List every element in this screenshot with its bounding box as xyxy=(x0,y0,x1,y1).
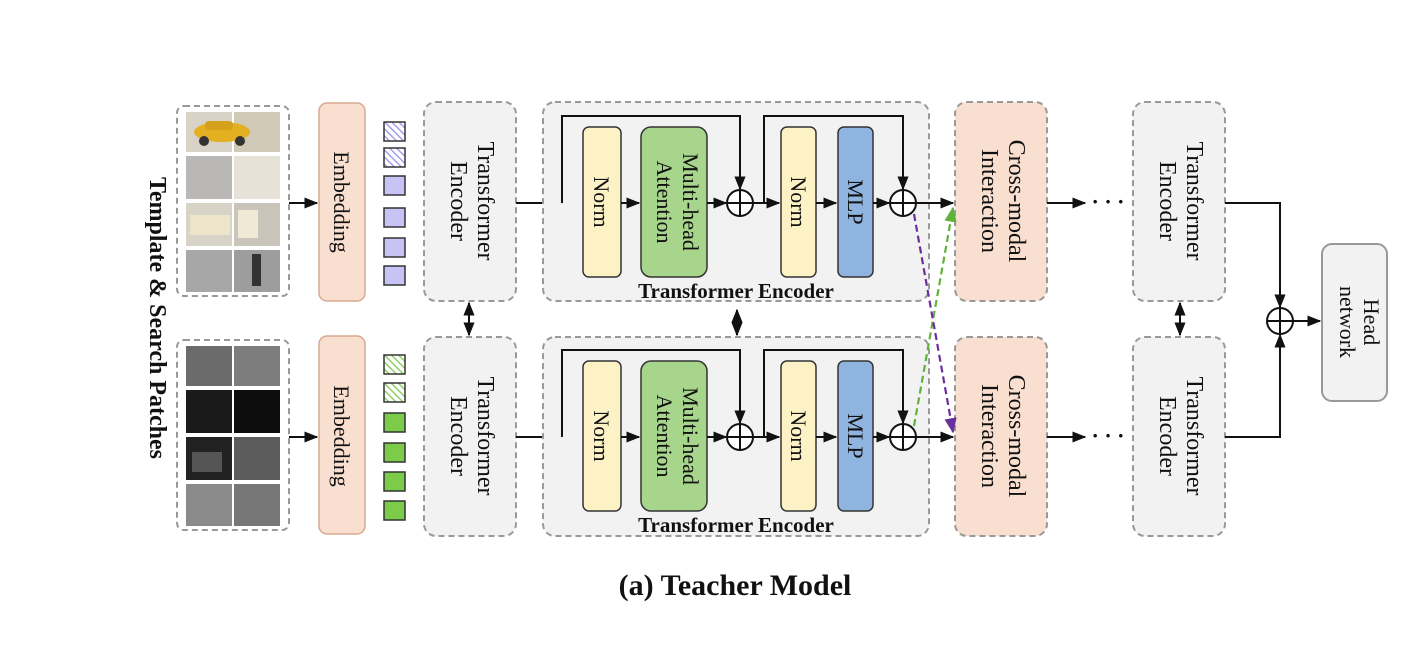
cross-modal-label-line1-tir: Cross-modal xyxy=(1003,375,1029,498)
cross-modal-label-line2-rgb: Interaction xyxy=(976,149,1002,253)
residual-add-2-tir xyxy=(889,423,917,451)
head-network xyxy=(1321,243,1388,402)
embedding-label-rgb: Embedding xyxy=(329,151,354,252)
fusion-add xyxy=(1266,307,1294,335)
side-label: Template & Search Patches xyxy=(144,177,170,459)
norm-2-label-rgb: Norm xyxy=(786,176,811,227)
ellipsis-rgb: · · · xyxy=(1091,189,1124,214)
tir-tokens xyxy=(383,354,406,521)
head-label-line1: Head xyxy=(1359,299,1384,345)
encoder-n-label-line2-rgb: Encoder xyxy=(1154,161,1180,241)
mhsa-label-line1-rgb: Multi-head xyxy=(678,153,703,251)
mlp-label-tir: MLP xyxy=(843,413,868,458)
cross-arrow-rgb-to-tir xyxy=(912,213,957,434)
residual-add-2-rgb xyxy=(889,189,917,217)
encoder-label-line2-tir: Encoder xyxy=(445,396,471,476)
encoder-label-line1: Transformer xyxy=(472,141,498,260)
transformer-encoder-rgb-n xyxy=(1132,101,1226,302)
mhsa-label-line1-tir: Multi-head xyxy=(678,387,703,485)
embedding-box-rgb xyxy=(318,102,366,302)
rgb-tokens xyxy=(383,121,406,286)
mhsa-label-line2-tir: Attention xyxy=(652,394,677,477)
encoder-label-line2: Encoder xyxy=(445,161,471,241)
residual-add-1-tir xyxy=(726,423,754,451)
embedding-label-tir: Embedding xyxy=(329,385,354,486)
rgb-image-patches xyxy=(176,105,290,297)
encoder-n-label-line1-rgb: Transformer xyxy=(1181,141,1207,260)
figure-caption: (a) Teacher Model xyxy=(619,569,852,602)
mhsa-label-line2-rgb: Attention xyxy=(652,160,677,243)
head-label-line2: network xyxy=(1335,286,1360,358)
cross-modal-label-line2-tir: Interaction xyxy=(976,384,1002,488)
norm-1-label-rgb: Norm xyxy=(589,176,614,227)
transformer-encoder-rgb-1 xyxy=(423,101,517,302)
encoder-n-label-line1-tir: Transformer xyxy=(1181,376,1207,495)
cross-modal-label-line1-rgb: Cross-modal xyxy=(1003,140,1029,263)
residual-add-1-rgb xyxy=(726,189,754,217)
encoder-block-title-tir: Transformer Encoder xyxy=(638,513,834,537)
norm-1-label-tir: Norm xyxy=(589,410,614,461)
encoder-block-title-rgb: Transformer Encoder xyxy=(638,279,834,303)
encoder-label-line1-tir: Transformer xyxy=(472,376,498,495)
encoder-n-label-line2-tir: Encoder xyxy=(1154,396,1180,476)
cross-modal-rgb xyxy=(954,101,1048,302)
norm-2-label-tir: Norm xyxy=(786,410,811,461)
ellipsis-tir: · · · xyxy=(1091,423,1124,448)
tir-image-patches xyxy=(176,339,290,531)
embedding-box-tir xyxy=(318,335,366,535)
mlp-label-rgb: MLP xyxy=(843,179,868,224)
